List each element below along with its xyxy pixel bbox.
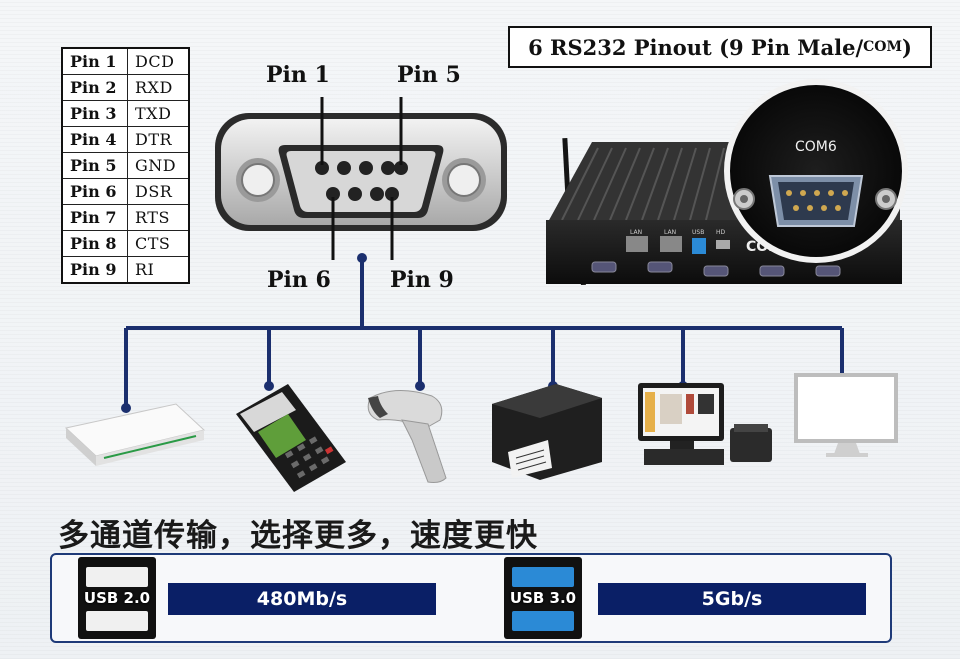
router-icon [64, 403, 206, 466]
connection-bus [124, 255, 844, 405]
com6-label: COM6 [795, 139, 837, 155]
lan-label-2: LAN [664, 229, 676, 236]
pinout-title: 6 RS232 Pinout (9 Pin Male/COM) [508, 26, 932, 68]
usb2-port-icon: USB 2.0 [78, 557, 156, 639]
usb3-label: USB 3.0 [509, 589, 577, 607]
pin1-label: Pin 1 [266, 62, 330, 88]
hd-label: HD [716, 229, 726, 236]
pos-system-icon [638, 383, 772, 465]
com6-zoom: COM6 [724, 79, 908, 263]
lan-label-1: LAN [630, 229, 642, 236]
receipt-printer-icon [492, 384, 602, 480]
barcode-scanner-icon [367, 389, 447, 483]
pin6-label: Pin 6 [267, 267, 331, 293]
usb2-label: USB 2.0 [83, 589, 151, 607]
pos-terminal-icon [236, 384, 346, 492]
pin-signal: DTR [127, 126, 190, 153]
pin-signal: CTS [127, 230, 190, 257]
pin-signal: TXD [127, 100, 190, 127]
pin-signal: GND [127, 152, 190, 179]
usb-speed-panel: USB 2.0 480Mb/s USB 3.0 5Gb/s [50, 553, 892, 643]
pin-signal: DCD [127, 47, 190, 75]
pin-signal: DSR [127, 178, 190, 205]
db9-connector [215, 97, 507, 260]
pin5-label: Pin 5 [397, 62, 461, 88]
pin-number: Pin 8 [61, 230, 128, 257]
pin-number: Pin 9 [61, 256, 128, 284]
pin-number: Pin 1 [61, 47, 128, 75]
usb3-port-icon: USB 3.0 [504, 557, 582, 639]
usb-label: USB [692, 229, 704, 236]
title-small: COM [863, 39, 902, 55]
monitor-icon [794, 373, 898, 457]
usb2-speed-bar: 480Mb/s [168, 583, 436, 615]
headline: 多通道传输，选择更多，速度更快 [58, 518, 538, 554]
pin-number: Pin 7 [61, 204, 128, 231]
pin9-label: Pin 9 [390, 267, 454, 293]
title-close: ) [901, 34, 912, 60]
pin-signal: RI [127, 256, 190, 284]
pin-number: Pin 4 [61, 126, 128, 153]
title-main: 6 RS232 Pinout (9 Pin Male/ [528, 34, 864, 60]
usb3-speed-bar: 5Gb/s [598, 583, 866, 615]
pin-number: Pin 3 [61, 100, 128, 127]
pin-signal: RTS [127, 204, 190, 231]
